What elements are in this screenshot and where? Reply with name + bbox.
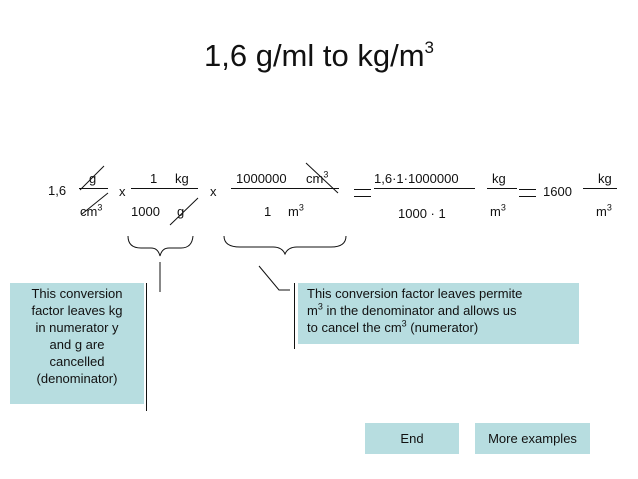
result-coefficient: 1600 xyxy=(543,184,572,199)
fraction6-denominator: m3 xyxy=(596,202,612,219)
fraction3-denominator-unit: m3 xyxy=(288,202,304,219)
fraction1-numerator: g xyxy=(89,171,97,186)
fraction2-denominator-unit: g xyxy=(177,204,185,219)
note-right-line-2: m3 in the denominator and allows us xyxy=(307,301,517,318)
brace-right xyxy=(223,235,347,256)
fraction5-denominator: m3 xyxy=(490,202,506,219)
fraction1-denominator: cm3 xyxy=(80,202,103,219)
note-left-line-5: cancelled xyxy=(49,354,105,369)
fraction6-bar xyxy=(583,188,617,189)
fraction5-bar xyxy=(487,188,517,189)
title-text: 1,6 g/ml to kg/m xyxy=(204,38,425,73)
pointer-right xyxy=(258,265,290,291)
fraction2-numerator-value: 1 xyxy=(150,171,158,186)
multiply-sign-2: x xyxy=(210,184,217,199)
note-right-shadow-bar xyxy=(294,283,295,349)
end-button[interactable]: End xyxy=(365,423,459,454)
fraction1-bar xyxy=(79,188,108,189)
equals-sign-1-top xyxy=(354,189,371,190)
page-title: 1,6 g/ml to kg/m3 xyxy=(0,38,638,74)
fraction5-numerator: kg xyxy=(492,171,506,186)
equals-sign-1-bottom xyxy=(354,196,371,197)
multiply-sign-1: x xyxy=(119,184,126,199)
fraction2-denominator-value: 1000 xyxy=(131,204,160,219)
explanation-box-left: This conversion factor leaves kg in nume… xyxy=(10,283,144,404)
note-left-line-1: This conversion xyxy=(31,286,123,301)
title-superscript: 3 xyxy=(424,37,434,57)
fraction2-bar xyxy=(131,188,198,189)
coefficient: 1,6 xyxy=(48,183,67,198)
fraction4-bar xyxy=(374,188,475,189)
note-left-line-3: in numerator y xyxy=(35,320,119,335)
fraction4-numerator: 1,6·1·1000000 xyxy=(374,171,459,186)
fraction6-numerator: kg xyxy=(598,171,612,186)
equals-sign-2-bottom xyxy=(519,196,536,197)
fraction3-denominator-value: 1 xyxy=(264,204,272,219)
note-left-line-2: factor leaves kg xyxy=(31,303,123,318)
brace-left xyxy=(127,235,194,257)
fraction3-bar xyxy=(231,188,339,189)
fraction3-numerator-value: 1000000 xyxy=(236,171,287,186)
note-left-line-4: and g are xyxy=(49,337,105,352)
explanation-box-right: This conversion factor leaves permite m3… xyxy=(298,283,579,344)
note-right-line-1: This conversion factor leaves permite xyxy=(307,286,523,301)
fraction3-numerator-unit: cm3 xyxy=(306,169,329,186)
more-examples-button[interactable]: More examples xyxy=(475,423,590,454)
note-right-line-3: to cancel the cm3 (numerator) xyxy=(307,318,479,335)
fraction4-denominator: 1000 · 1 xyxy=(398,206,446,221)
fraction2-numerator-unit: kg xyxy=(175,171,189,186)
equals-sign-2-top xyxy=(519,189,536,190)
note-left-shadow-bar xyxy=(146,283,147,411)
note-left-line-6: (denominator) xyxy=(36,371,118,386)
